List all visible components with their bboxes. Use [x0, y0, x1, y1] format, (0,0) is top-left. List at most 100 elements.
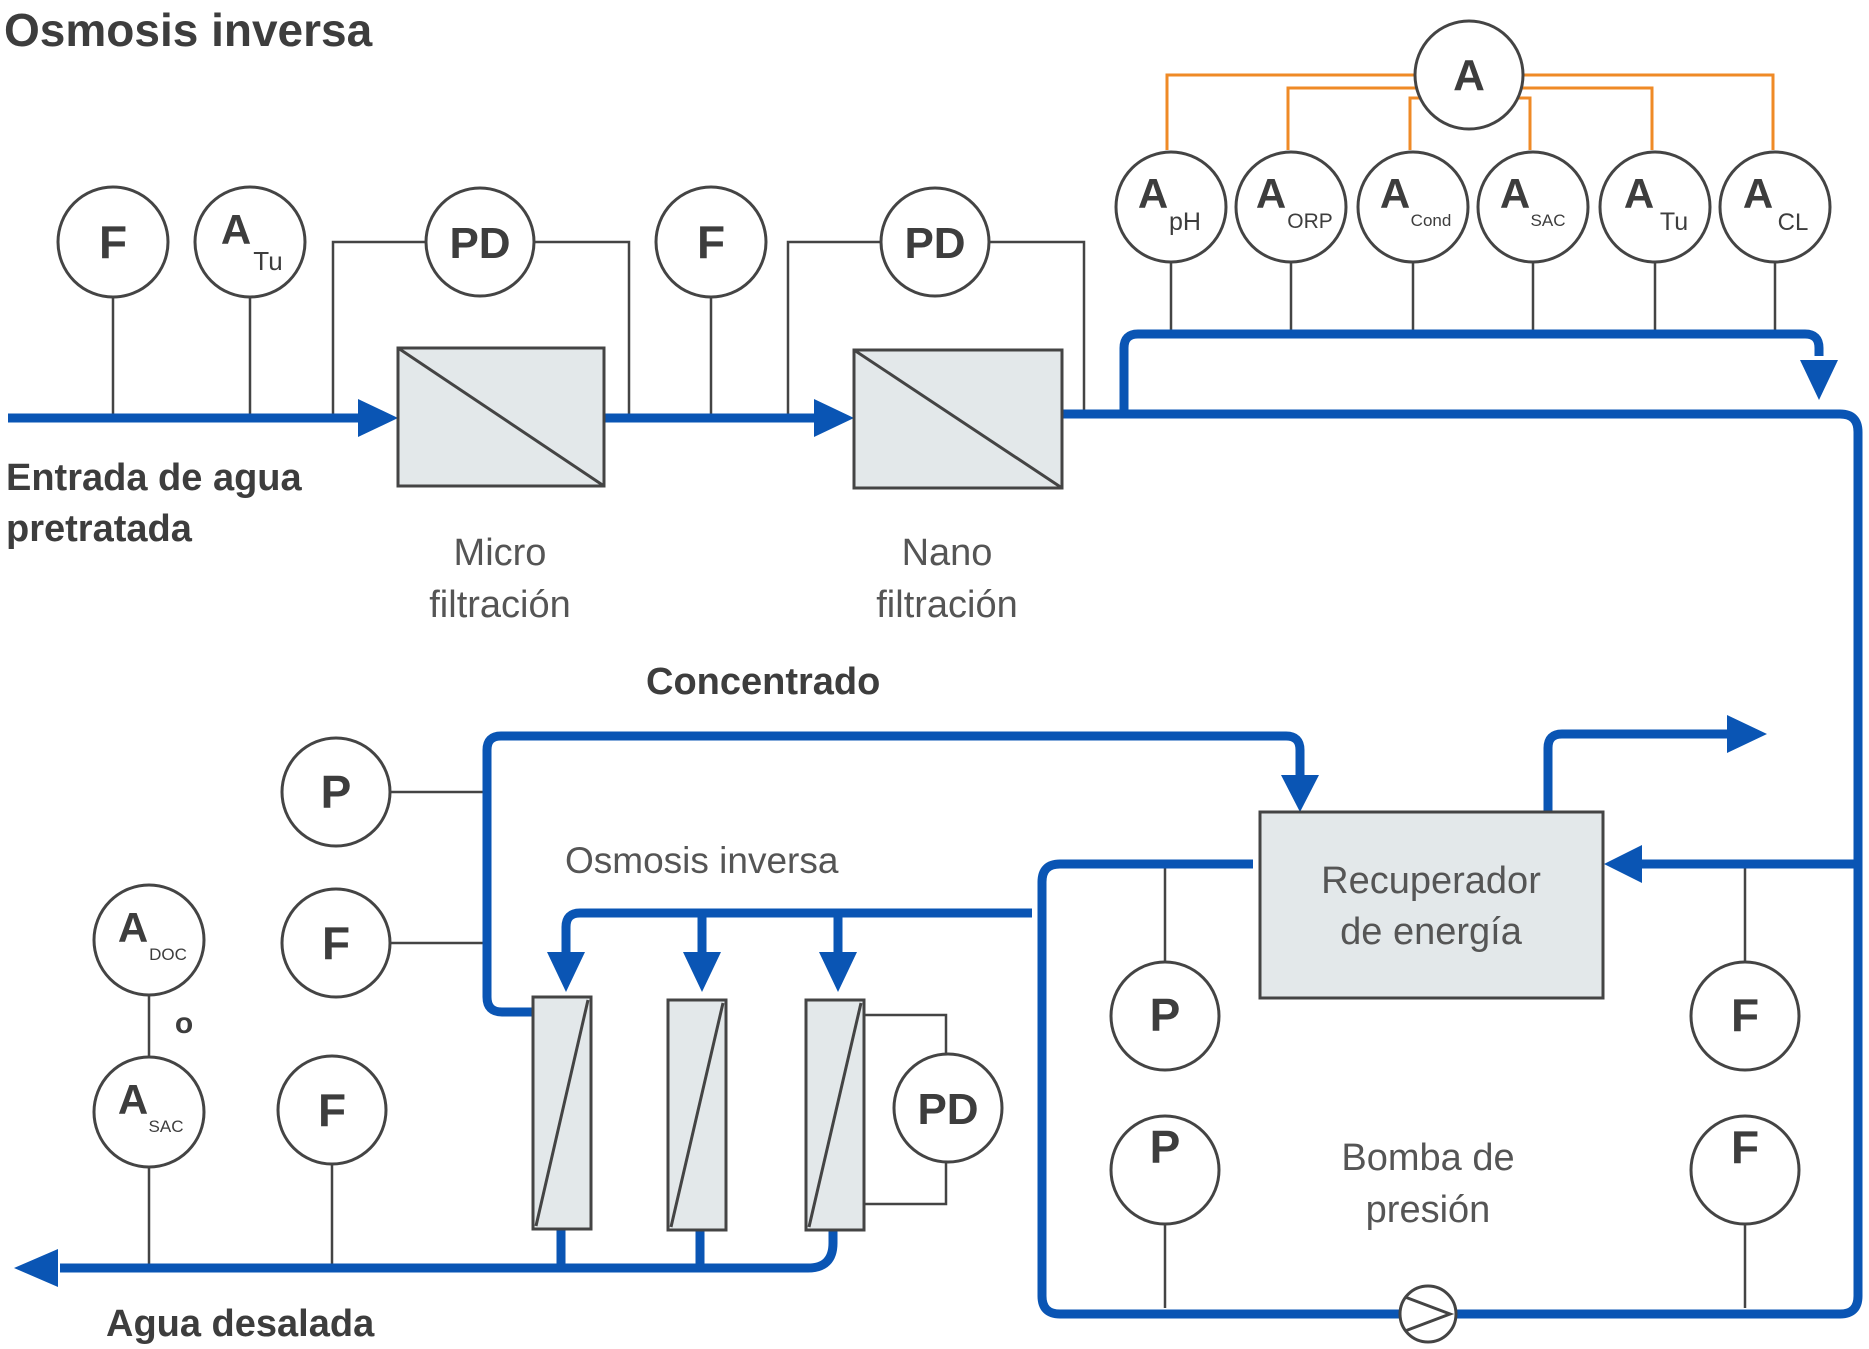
svg-text:PD: PD — [904, 219, 965, 268]
outlet-label: Agua desalada — [106, 1303, 375, 1345]
pump-symbol — [1398, 1284, 1458, 1344]
instruments: F A Tu PD F PD A A pH A — [56, 19, 1832, 1226]
recovery-label-line-1: Recuperador — [1321, 860, 1541, 902]
svg-text:Cond: Cond — [1411, 211, 1452, 230]
arrow-outlet — [14, 1249, 58, 1287]
a-sac-outlet-instrument[interactable]: A SAC — [92, 1055, 206, 1169]
svg-text:A: A — [1380, 170, 1410, 217]
f-outlet-instrument[interactable]: F — [276, 1054, 388, 1166]
svg-text:A: A — [1138, 170, 1168, 217]
a-sac-top-instrument[interactable]: A SAC — [1476, 150, 1590, 264]
pd-micro-instrument[interactable]: PD — [424, 186, 536, 298]
arrow-ro-2 — [683, 952, 721, 992]
nano-label-line-2: filtración — [876, 584, 1018, 626]
svg-text:PD: PD — [917, 1085, 978, 1134]
arrow-concentrate-out — [1727, 715, 1767, 753]
ro-membrane-1 — [531, 995, 593, 1231]
energy-recovery-unit — [1258, 810, 1605, 1000]
svg-text:CL: CL — [1778, 209, 1809, 236]
permeate-header — [60, 1230, 838, 1273]
svg-text:A: A — [1500, 170, 1530, 217]
microfiltration-unit — [396, 346, 606, 488]
svg-text:P: P — [321, 766, 352, 818]
svg-text:SAC: SAC — [149, 1117, 184, 1136]
svg-text:A: A — [118, 1076, 148, 1123]
pump-label-line-2: presión — [1366, 1189, 1491, 1231]
arrow-to-nano — [814, 399, 854, 437]
page-title: Osmosis inversa — [4, 4, 373, 56]
labels: Osmosis inversa Entrada de agua pretrata… — [4, 4, 1541, 1345]
nanofiltration-unit — [852, 348, 1064, 490]
a-tu-inlet-instrument[interactable]: A Tu — [193, 185, 307, 299]
analyzer-links — [1165, 73, 1775, 150]
inlet-label-line-2: pretratada — [6, 508, 193, 550]
ro-label: Osmosis inversa — [565, 840, 839, 881]
link-ph — [1165, 73, 1418, 150]
pump-label-line-1: Bomba de — [1341, 1137, 1514, 1179]
a-doc-instrument[interactable]: A DOC — [92, 883, 206, 997]
ro-membrane-3 — [804, 998, 866, 1232]
svg-text:SAC: SAC — [1531, 211, 1566, 230]
f-pump-1-instrument[interactable]: F — [1689, 960, 1801, 1072]
p-pump-1-instrument[interactable]: P — [1109, 960, 1221, 1072]
concentrate-label: Concentrado — [646, 661, 880, 703]
f-concentrate-instrument[interactable]: F — [280, 887, 392, 999]
link-cl — [1518, 73, 1775, 150]
arrow-analyzer-return — [1800, 360, 1838, 400]
svg-text:A: A — [1624, 170, 1654, 217]
recovery-label-line-2: de energía — [1340, 911, 1523, 953]
a-orp-instrument[interactable]: A ORP — [1234, 150, 1348, 264]
link-tu — [1518, 86, 1654, 150]
svg-text:Tu: Tu — [253, 246, 282, 276]
micro-label-line-2: filtración — [429, 584, 571, 626]
svg-text:F: F — [1731, 989, 1759, 1041]
arrow-ro-3 — [819, 952, 857, 992]
link-orp — [1286, 86, 1418, 150]
svg-text:DOC: DOC — [149, 945, 187, 964]
svg-text:A: A — [118, 904, 148, 951]
svg-text:F: F — [322, 917, 350, 969]
ro-membrane-2 — [666, 998, 728, 1232]
a-tu-top-instrument[interactable]: A Tu — [1598, 150, 1712, 264]
p-pump-2-instrument[interactable]: P — [1109, 1114, 1221, 1226]
svg-text:F: F — [99, 216, 127, 268]
or-label: o — [175, 1007, 193, 1040]
svg-text:F: F — [318, 1084, 346, 1136]
a-ph-instrument[interactable]: A pH — [1114, 150, 1228, 264]
f-pump-2-instrument[interactable]: F — [1689, 1114, 1801, 1226]
a-cl-instrument[interactable]: A CL — [1718, 150, 1832, 264]
micro-label-line-1: Micro — [454, 532, 547, 574]
svg-text:ORP: ORP — [1287, 210, 1333, 233]
pd-ro-instrument[interactable]: PD — [892, 1052, 1004, 1164]
svg-text:F: F — [697, 216, 725, 268]
pd-nano-instrument[interactable]: PD — [879, 186, 991, 298]
svg-text:P: P — [1150, 989, 1181, 1041]
nano-label-line-1: Nano — [902, 532, 993, 574]
svg-text:A: A — [221, 206, 251, 253]
a-cond-instrument[interactable]: A Cond — [1356, 150, 1470, 264]
svg-text:P: P — [1150, 1121, 1181, 1173]
concentrate-pipe — [482, 731, 1305, 1017]
signal-lines — [111, 240, 1777, 1308]
svg-text:PD: PD — [449, 219, 510, 268]
svg-text:pH: pH — [1169, 208, 1201, 236]
arrow-inlet — [358, 399, 398, 437]
svg-text:A: A — [1256, 170, 1286, 217]
f-inlet-instrument[interactable]: F — [56, 185, 170, 299]
svg-text:A: A — [1453, 51, 1485, 100]
arrow-to-recovery — [1604, 845, 1642, 883]
svg-text:F: F — [1731, 1121, 1759, 1173]
flow-arrows — [14, 360, 1838, 1287]
a-hub-instrument[interactable]: A — [1413, 19, 1525, 131]
arrow-ro-1 — [547, 952, 585, 992]
p-concentrate-instrument[interactable]: P — [280, 736, 392, 848]
svg-text:Tu: Tu — [1660, 208, 1688, 236]
analyzer-sample-pipe — [1119, 329, 1824, 414]
inlet-label-line-1: Entrada de agua — [6, 457, 302, 499]
concentrate-outlet-pipe — [1543, 729, 1732, 812]
f-mid-instrument[interactable]: F — [654, 185, 768, 299]
svg-text:A: A — [1743, 170, 1773, 217]
ro-feed-header — [561, 908, 1032, 954]
